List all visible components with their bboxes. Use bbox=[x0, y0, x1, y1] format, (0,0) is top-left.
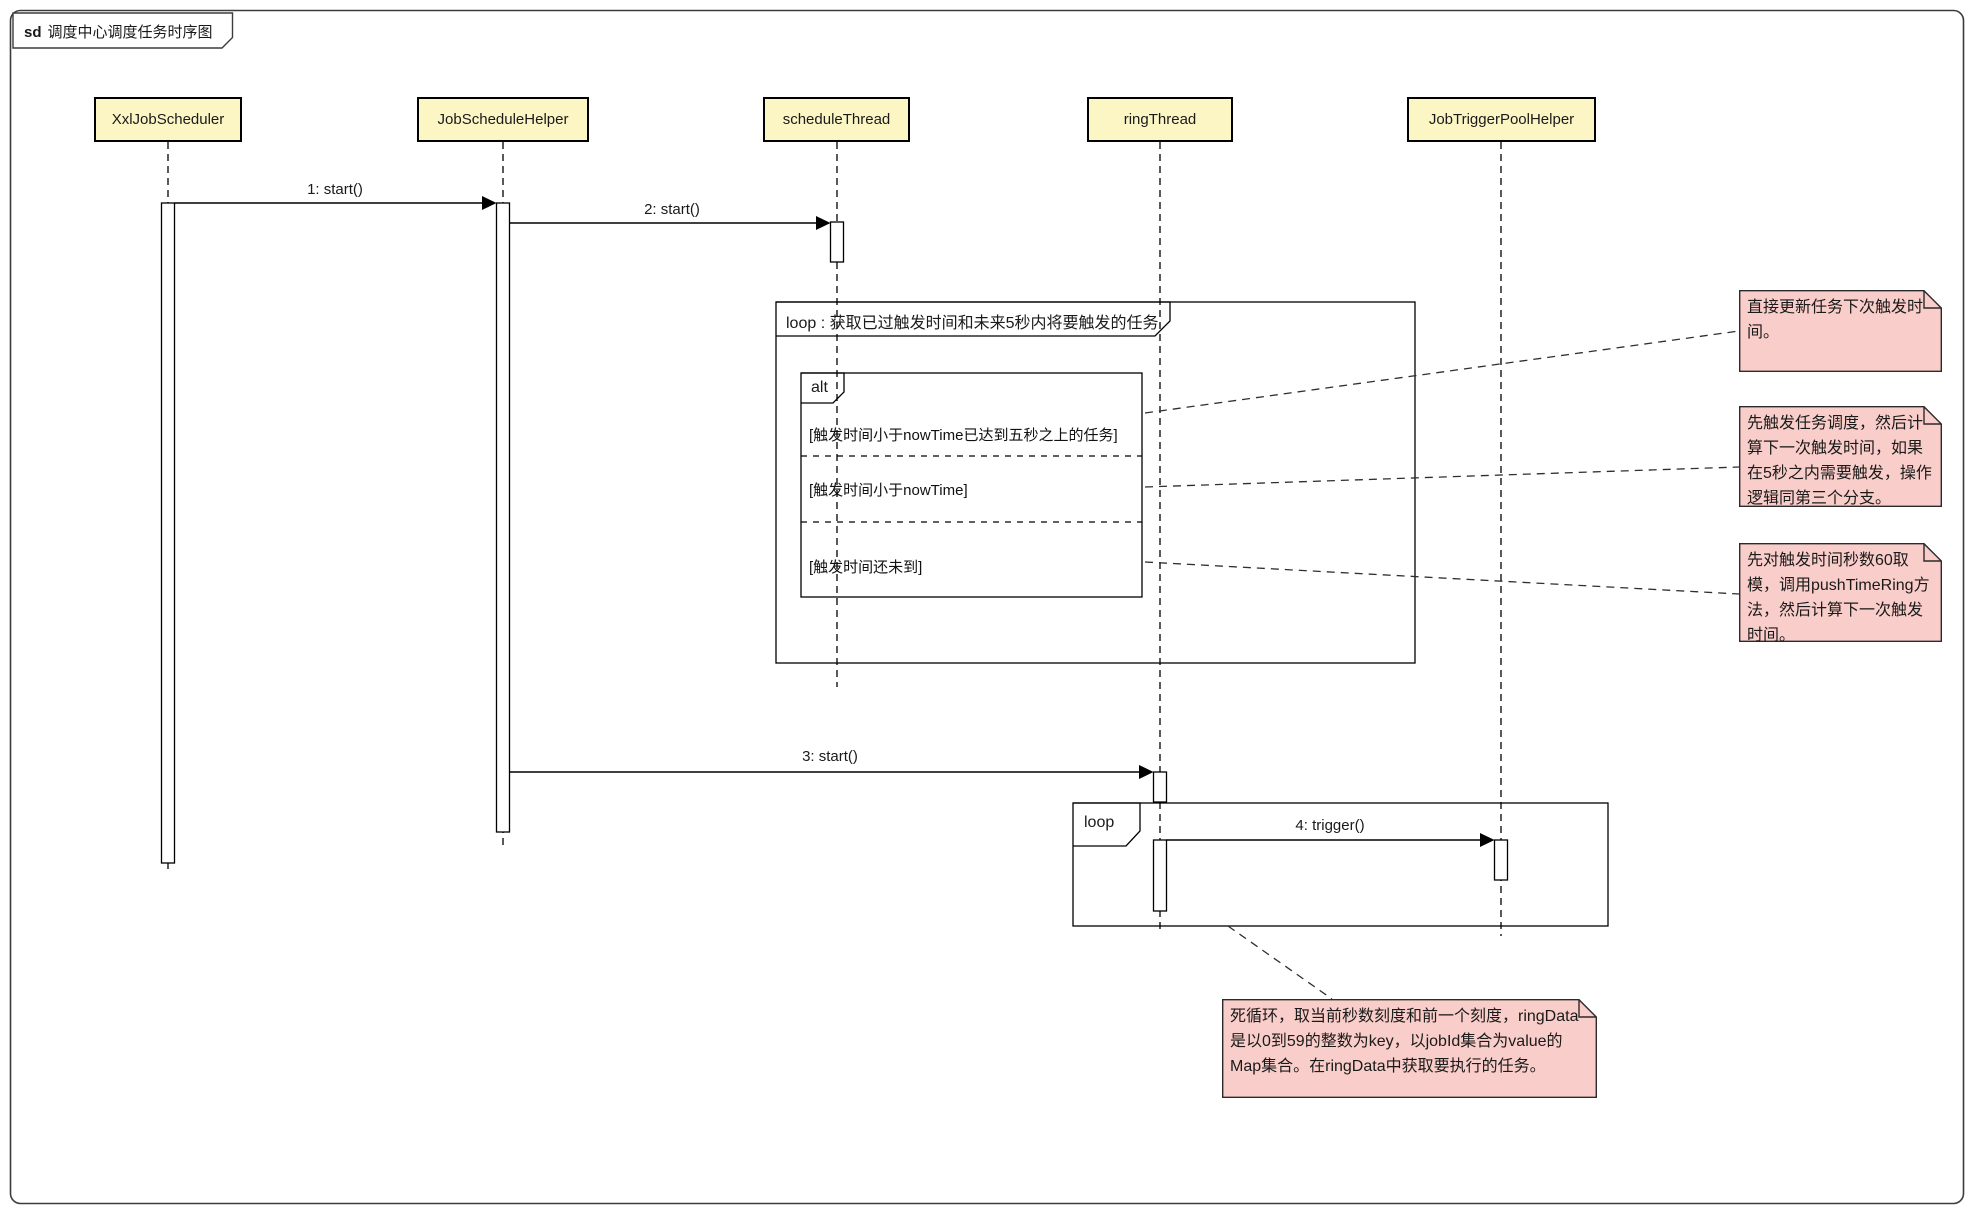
lifeline-head-schedulethread: scheduleThread bbox=[763, 97, 910, 142]
diagram-title: sd 调度中心调度任务时序图 bbox=[24, 21, 213, 42]
alt-fragment bbox=[800, 372, 1143, 598]
connector-note-4 bbox=[1227, 925, 1333, 1000]
alt-condition-1: [触发时间小于nowTime已达到五秒之上的任务] bbox=[809, 427, 1118, 444]
lifeline-head-xxljobscheduler: XxlJobScheduler bbox=[94, 97, 242, 142]
note-ring-data-loop: 死循环，取当前秒数刻度和前一个刻度，ringData是以0到59的整数为key，… bbox=[1222, 999, 1597, 1098]
activation-bars bbox=[160, 202, 1509, 912]
activation-ringthread-start bbox=[1152, 771, 1168, 803]
message-2-label: 2: start() bbox=[644, 201, 700, 218]
connector-note-2 bbox=[1144, 466, 1740, 488]
message-4-trigger bbox=[1166, 833, 1495, 847]
loop-inner-fragment bbox=[1072, 802, 1609, 927]
note-shape bbox=[1739, 406, 1942, 507]
note-trigger-then-calc: 先触发任务调度，然后计算下一次触发时间，如果在5秒之内需要触发，操作逻辑同第三个… bbox=[1739, 406, 1942, 507]
loop-outer-fragment bbox=[775, 301, 1416, 664]
activation-schedulethread bbox=[829, 221, 845, 263]
note-shape bbox=[1739, 543, 1942, 642]
alt-label: alt bbox=[811, 379, 828, 396]
note-text: 先对触发时间秒数60取模，调用pushTimeRing方法，然后计算下一次触发时… bbox=[1747, 552, 1930, 644]
activation-jobtriggerpoolhelper bbox=[1493, 839, 1509, 881]
lifeline-head-jobtriggerpoolhelper: JobTriggerPoolHelper bbox=[1407, 97, 1596, 142]
lifeline-label: JobScheduleHelper bbox=[437, 111, 569, 128]
loop-outer-label: loop : 获取已过触发时间和未来5秒内将要触发的任务 bbox=[786, 315, 1159, 332]
lifeline-label: scheduleThread bbox=[782, 111, 891, 128]
note-text: 直接更新任务下次触发时间。 bbox=[1747, 299, 1924, 341]
diagram-title-keyword: sd bbox=[24, 24, 42, 41]
note-shape bbox=[1222, 999, 1597, 1098]
alt-condition-2: [触发时间小于nowTime] bbox=[809, 482, 968, 499]
lifeline-label: XxlJobScheduler bbox=[111, 111, 225, 128]
message-4-label: 4: trigger() bbox=[1295, 817, 1365, 834]
activation-xxljobscheduler bbox=[160, 202, 176, 864]
message-1-start bbox=[174, 196, 497, 210]
alt-condition-3: [触发时间还未到] bbox=[809, 559, 923, 576]
diagram-title-tab bbox=[12, 12, 234, 49]
lifeline-head-jobschedulehelper: JobScheduleHelper bbox=[417, 97, 589, 142]
lifeline-label: JobTriggerPoolHelper bbox=[1428, 111, 1575, 128]
note-connectors bbox=[1144, 330, 1740, 1000]
diagram-title-text: 调度中心调度任务时序图 bbox=[47, 24, 213, 41]
message-1-label: 1: start() bbox=[307, 181, 363, 198]
message-3-label: 3: start() bbox=[802, 748, 858, 765]
diagram-frame bbox=[9, 9, 1965, 1205]
lifeline-head-ringthread: ringThread bbox=[1087, 97, 1233, 142]
activation-jobschedulehelper bbox=[495, 202, 511, 833]
connector-note-3 bbox=[1144, 561, 1740, 595]
lifeline-label: ringThread bbox=[1123, 111, 1197, 128]
loop-inner-label: loop bbox=[1084, 814, 1115, 831]
activation-ringthread-loop bbox=[1152, 839, 1168, 912]
note-text: 死循环，取当前秒数刻度和前一个刻度，ringData是以0到59的整数为key，… bbox=[1230, 1008, 1579, 1075]
connector-note-1 bbox=[1144, 330, 1740, 414]
note-update-trigger-time: 直接更新任务下次触发时间。 bbox=[1739, 290, 1942, 372]
message-arrows bbox=[174, 196, 1495, 847]
note-push-time-ring: 先对触发时间秒数60取模，调用pushTimeRing方法，然后计算下一次触发时… bbox=[1739, 543, 1942, 644]
note-text: 先触发任务调度，然后计算下一次触发时间，如果在5秒之内需要触发，操作逻辑同第三个… bbox=[1747, 415, 1932, 507]
message-2-start bbox=[509, 216, 831, 230]
note-shape bbox=[1739, 290, 1942, 372]
message-3-start bbox=[509, 765, 1154, 779]
